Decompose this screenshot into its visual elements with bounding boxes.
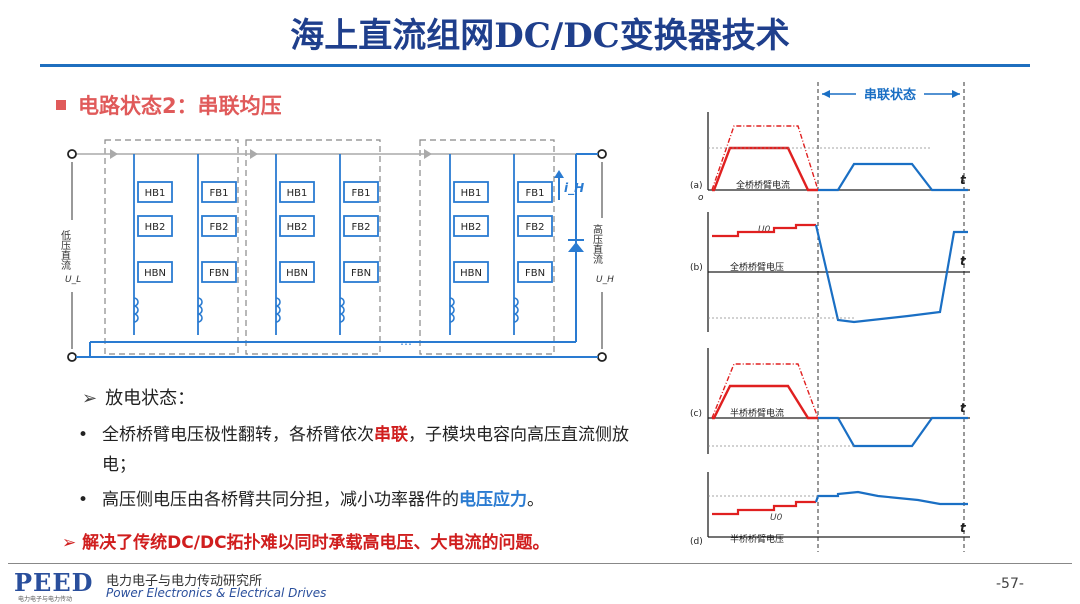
svg-text:(c): (c) [690,409,702,419]
svg-text:FBN: FBN [351,268,371,279]
svg-text:FBN: FBN [525,268,545,279]
terminal-top-left [67,149,77,159]
diode-icon [110,149,118,159]
diode-icon [250,149,258,159]
svg-text:HB2: HB2 [287,222,308,233]
svg-text:HB2: HB2 [461,222,482,233]
svg-text:⋯: ⋯ [400,337,412,351]
svg-text:半桥桥臂电流: 半桥桥臂电流 [730,407,784,419]
high-side-symbol: U_H [596,275,614,285]
svg-text:(a): (a) [690,181,703,191]
module-column-group-n: HB1 FB1 HB2 FB2 HBN FBN ⋮ ⋮ [445,154,553,335]
svg-text:⋮: ⋮ [129,246,139,257]
bridge-group-2 [245,139,381,355]
conclusion: ➢ 解决了传统DC/DC拓扑难以同时承载高电压、大电流的问题。 [62,533,550,553]
section-heading: 电路状态2：串联均压 [56,90,282,120]
svg-text:HB1: HB1 [287,188,308,199]
svg-text:HB1: HB1 [145,188,166,199]
slide-title: 海上直流组网DC/DC变换器技术 [290,16,790,56]
svg-text:FB1: FB1 [352,188,371,199]
current-label: i_H [564,181,584,196]
svg-text:o: o [698,193,704,203]
logo-subtitle: 电力电子与电力传动 [18,596,73,603]
org-name-cn: 电力电子与电力传动研究所 [106,574,263,589]
svg-text:t: t [960,401,967,415]
inductor-icons [133,297,519,323]
high-side-label: 高压直流 [591,223,603,265]
terminal-bottom-left [67,352,77,362]
footer-divider [8,563,1072,564]
bullet-item-2: • 高压侧电压由各桥臂共同分担，减小功率器件的电压应力。 [78,485,643,515]
current-arrow-icon [554,170,564,178]
svg-text:FB2: FB2 [526,222,545,233]
high-side-diode-icon [568,242,584,252]
svg-text:t: t [960,521,967,535]
series-state-label: 串联状态 [864,87,916,103]
module-column-group-1: HB1 FB1 HB2 FB2 HBN FBN ⋮ ⋮ [129,154,237,335]
diode-icon [424,149,432,159]
svg-text:全桥桥臂电流: 全桥桥臂电流 [736,179,790,191]
circuit-diagram: i_H 低压直流 U_L 高压直流 U_H HB1 FB1 HB2 FB2 HB… [59,139,614,362]
title-divider [40,64,1030,67]
bullet-dot-icon: • [78,490,89,510]
svg-text:t: t [960,173,967,187]
svg-text:(b): (b) [690,263,703,273]
svg-text:FB1: FB1 [210,188,229,199]
section-heading-text: 电路状态2：串联均压 [78,94,282,118]
chevron-right-icon: ➢ [82,388,98,409]
svg-text:半桥桥臂电压: 半桥桥臂电压 [730,533,784,545]
low-side-label: 低压直流 [59,229,71,271]
svg-text:HBN: HBN [460,268,482,279]
bridge-group-1 [104,139,239,355]
terminal-top-right [597,149,607,159]
svg-text:⋮: ⋮ [445,246,455,257]
page-number: -57- [996,576,1024,592]
svg-text:HBN: HBN [286,268,308,279]
svg-text:FB2: FB2 [210,222,229,233]
svg-text:HBN: HBN [144,268,166,279]
svg-text:全桥桥臂电压: 全桥桥臂电压 [730,261,784,273]
bullet-dot-icon: • [78,425,89,445]
point-heading: ➢放电状态： [82,388,196,409]
bullet-item-1: • 全桥桥臂电压极性翻转，各桥臂依次串联，子模块电容向高压直流侧放电； [78,420,643,480]
waveform-diagram: 串联状态 t (a) 全桥桥臂电流 o t (b) 全桥桥臂电压 U0 t (c… [690,82,970,552]
svg-text:U0: U0 [770,513,783,523]
svg-text:⋮: ⋮ [271,246,281,257]
peed-logo: PEED [14,568,94,597]
svg-text:t: t [960,254,967,268]
svg-text:⋮: ⋮ [193,246,203,257]
module-column-group-2: HB1 FB1 HB2 FB2 HBN FBN ⋮ ⋮ [271,154,379,335]
svg-text:⋮: ⋮ [335,246,345,257]
org-name-en: Power Electronics & Electrical Drives [106,586,327,600]
svg-text:HB1: HB1 [461,188,482,199]
bridge-group-n [419,139,555,355]
svg-text:⋮: ⋮ [509,246,519,257]
svg-text:FB2: FB2 [352,222,371,233]
svg-text:FB1: FB1 [526,188,545,199]
svg-text:U0: U0 [758,225,771,235]
low-side-symbol: U_L [65,275,81,285]
svg-text:HB2: HB2 [145,222,166,233]
chevron-right-icon: ➢ [62,533,83,553]
svg-text:(d): (d) [690,537,703,547]
square-bullet-icon [56,100,66,110]
terminal-bottom-right [597,352,607,362]
svg-text:FBN: FBN [209,268,229,279]
